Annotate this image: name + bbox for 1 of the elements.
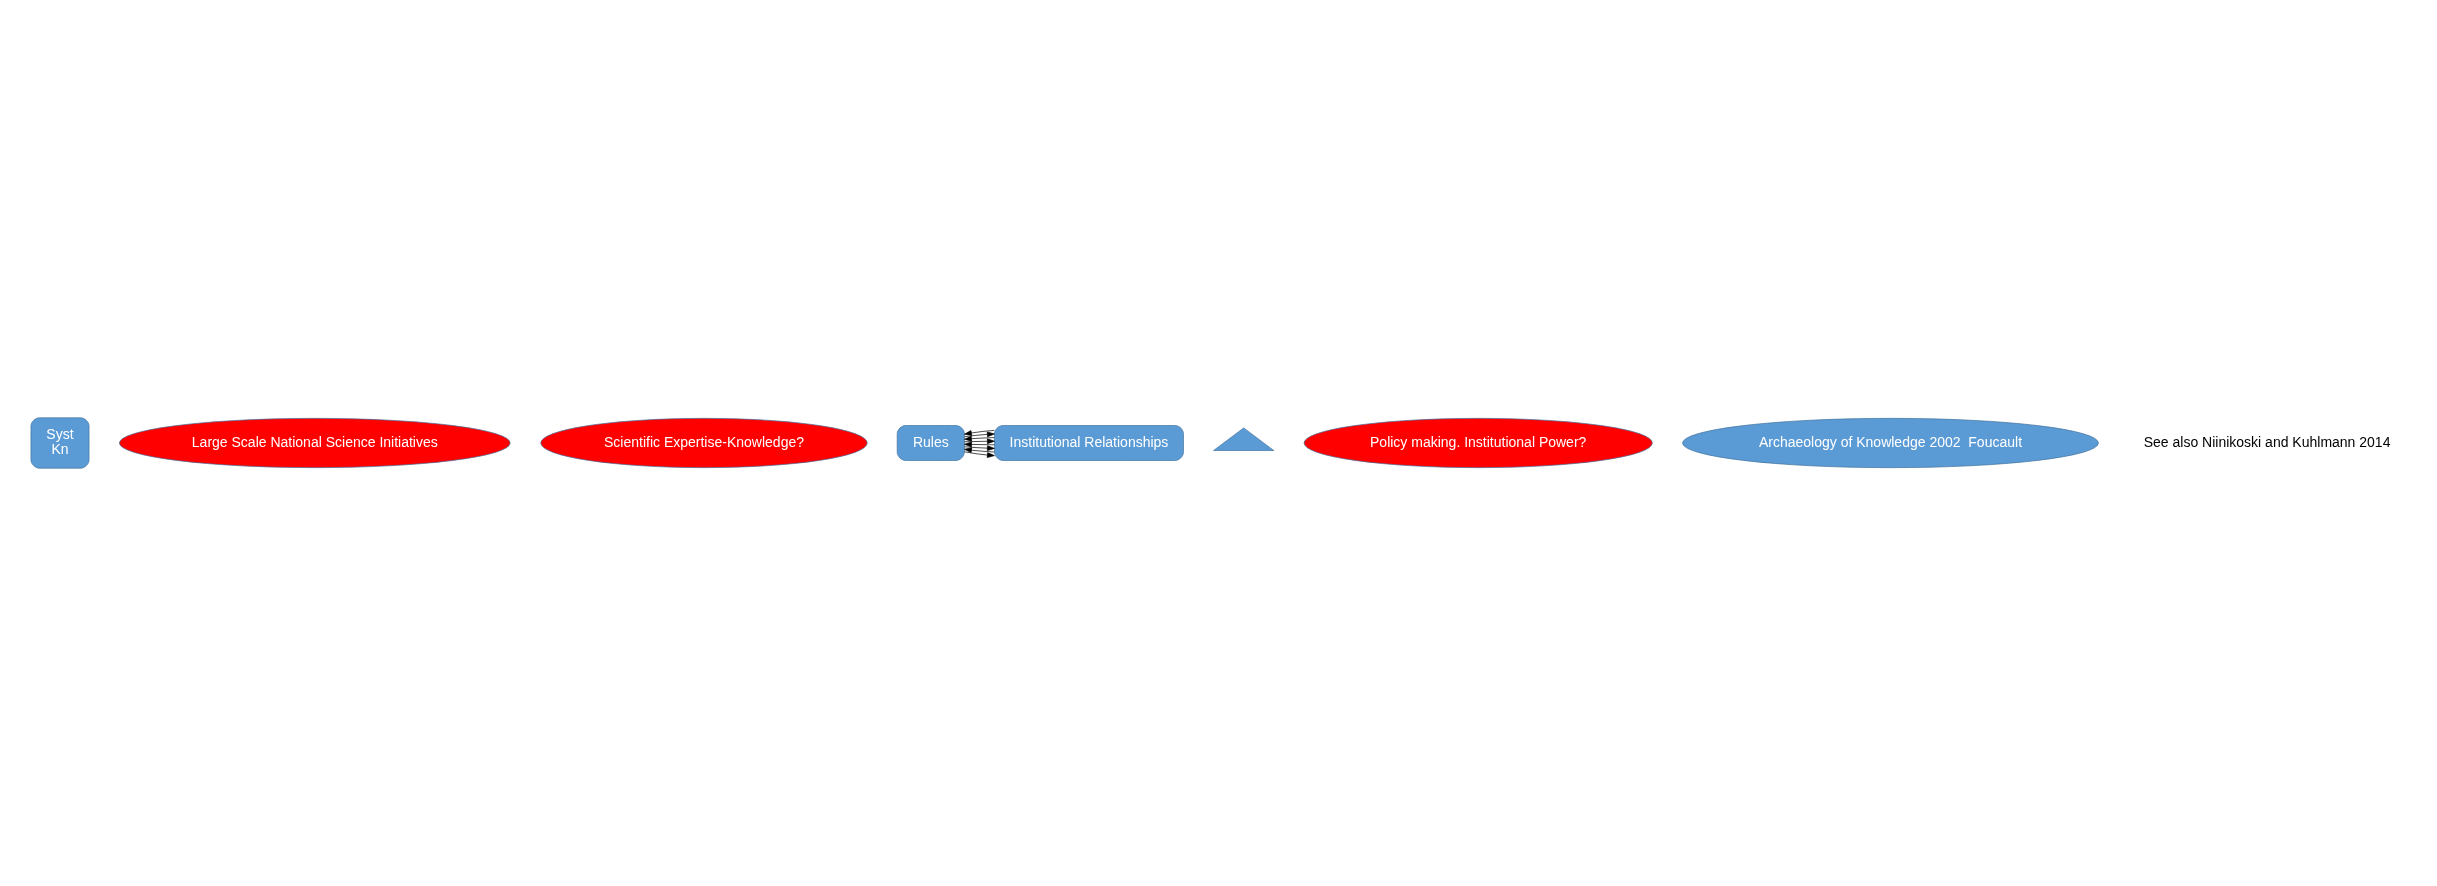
- label: See also Niinikoski and Kuhlmann 2014: [2143, 433, 2391, 450]
